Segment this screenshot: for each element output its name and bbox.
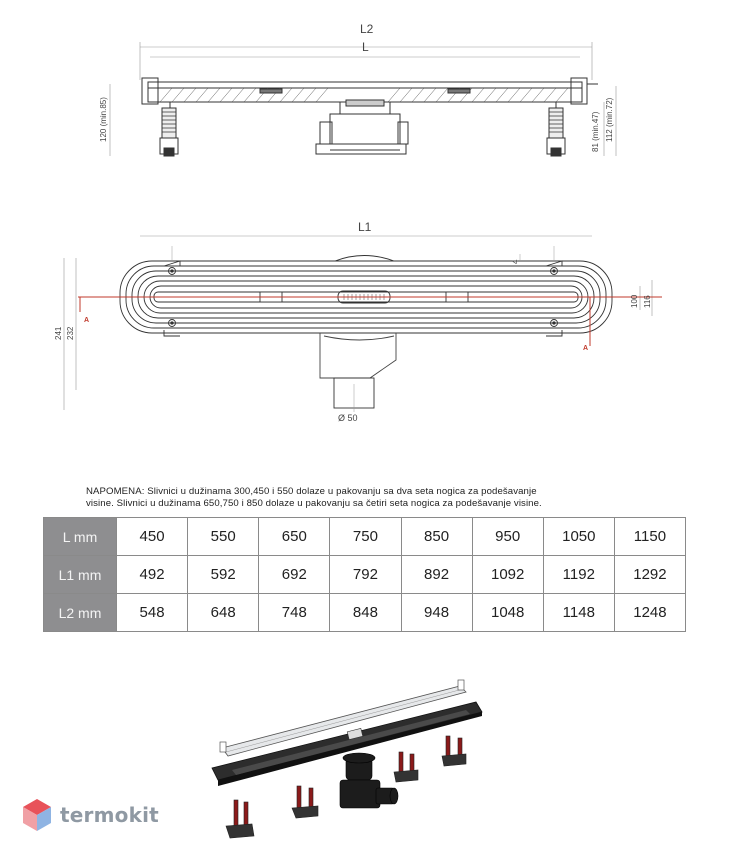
brand-logo: termokit xyxy=(22,795,159,835)
label-l: L xyxy=(362,40,369,54)
table-cell: 550 xyxy=(187,517,260,556)
table-cell: 950 xyxy=(471,517,544,556)
table-cell: 650 xyxy=(258,517,331,556)
label-116: 116 xyxy=(643,295,652,308)
table-cell: 1248 xyxy=(613,593,687,632)
row-header: L mm xyxy=(43,517,117,556)
note-line-1: NAPOMENA: Slivnici u dužinama 300,450 i … xyxy=(86,486,537,497)
logo-text: termokit xyxy=(60,803,159,827)
label-right-height-1: 81 (min.47) xyxy=(591,111,600,152)
table-row: L2 mm 548 648 748 848 948 1048 1148 1248 xyxy=(43,593,687,632)
table-cell: 692 xyxy=(258,555,331,594)
label-left-height: 120 (min.85) xyxy=(99,97,108,142)
table-cell: 1050 xyxy=(542,517,615,556)
label-l1: L1 xyxy=(358,220,372,234)
table-cell: 750 xyxy=(329,517,402,556)
dimensions-table: L mm 450 550 650 750 850 950 1050 1150 L… xyxy=(43,517,687,632)
row-header: L1 mm xyxy=(43,555,117,594)
table-cell: 892 xyxy=(400,555,473,594)
table-cell: 548 xyxy=(115,593,189,632)
table-cell: 492 xyxy=(115,555,189,594)
plan-view xyxy=(63,235,653,412)
label-a-left: A xyxy=(84,317,89,324)
row-header: L2 mm xyxy=(43,593,117,632)
table-row: L1 mm 492 592 692 792 892 1092 1192 1292 xyxy=(43,555,687,594)
label-diameter: Ø 50 xyxy=(338,413,358,423)
drain-channel xyxy=(211,701,483,786)
table-cell: 848 xyxy=(329,593,402,632)
table-cell: 850 xyxy=(400,517,473,556)
label-l2: L2 xyxy=(360,22,374,36)
table-cell: 1192 xyxy=(542,555,615,594)
table-cell: 748 xyxy=(258,593,331,632)
table-cell: 792 xyxy=(329,555,402,594)
table-cell: 450 xyxy=(115,517,189,556)
grate-cover xyxy=(219,679,467,757)
side-view xyxy=(109,42,617,157)
adjustable-legs xyxy=(225,735,467,839)
table-cell: 592 xyxy=(187,555,260,594)
label-a-right: A xyxy=(583,345,588,352)
table-cell: 948 xyxy=(400,593,473,632)
label-100: 100 xyxy=(630,294,639,308)
table-cell: 1048 xyxy=(471,593,544,632)
table-cell: 1092 xyxy=(471,555,544,594)
hexagon-cube-icon xyxy=(23,799,51,831)
table-cell: 1150 xyxy=(613,517,687,556)
table-cell: 1148 xyxy=(542,593,615,632)
section-line xyxy=(78,296,662,346)
table-cell: 648 xyxy=(187,593,260,632)
label-241: 241 xyxy=(54,326,63,340)
product-illustration xyxy=(211,679,483,839)
label-right-height-2: 112 (min.72) xyxy=(605,97,614,142)
table-cell: 1292 xyxy=(613,555,687,594)
note-text: NAPOMENA: Slivnici u dužinama 300,450 i … xyxy=(86,486,646,510)
technical-drawing: L2 L 120 (min.85) 81 (min.47) 112 (min.7… xyxy=(54,22,662,423)
label-232: 232 xyxy=(66,326,75,340)
label-4: 4 xyxy=(511,259,520,264)
table-row: L mm 450 550 650 750 850 950 1050 1150 xyxy=(43,517,687,556)
note-line-2: visine. Slivnici u dužinama 650,750 i 85… xyxy=(86,498,542,509)
drain-outlet xyxy=(339,752,399,809)
